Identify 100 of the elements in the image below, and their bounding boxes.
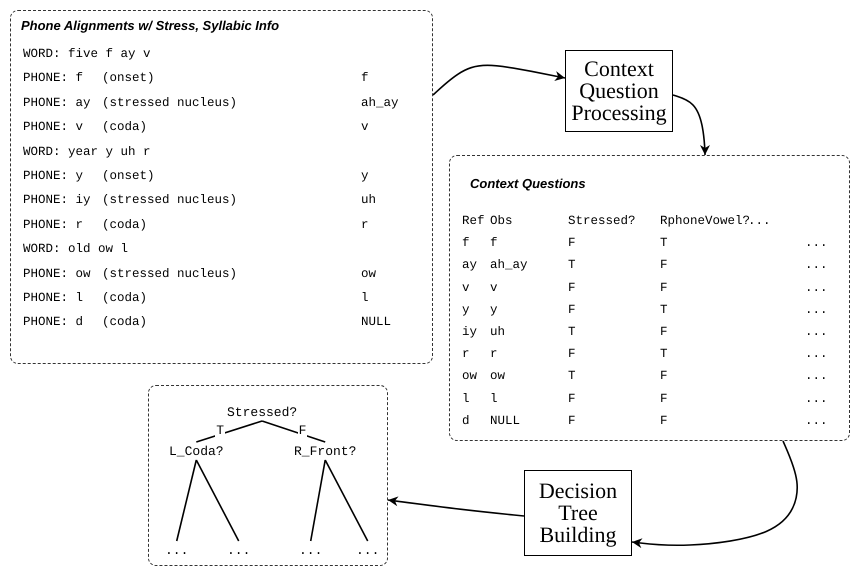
table-cell: l (462, 392, 470, 406)
table-cell: Ref (462, 214, 485, 228)
table-cell: F (568, 302, 576, 317)
alignment-text: y (361, 169, 369, 183)
table-cell: r (462, 347, 470, 362)
table-cell: ... (805, 414, 828, 428)
alignment-text: f (361, 71, 369, 86)
table-cell: T (660, 236, 668, 250)
alignment-text: l (361, 291, 369, 305)
table-cell: ow (462, 369, 478, 384)
table-cell: T (568, 325, 576, 339)
table-cell: ... (805, 392, 828, 406)
alignment-text: (onset) (102, 71, 155, 86)
alignment-text: ow (361, 266, 376, 281)
process-box (565, 50, 673, 132)
table-cell: F (660, 258, 668, 272)
alignment-panel (10, 10, 433, 364)
alignment-text: PHONE: l (23, 291, 84, 305)
box-label: Context Question Processing (570, 56, 668, 126)
arrow (432, 64, 566, 96)
alignment-text: WORD: five f ay v (23, 47, 151, 61)
alignment-text: PHONE: ow (23, 266, 91, 281)
table-cell: ... (805, 236, 828, 250)
table-cell: v (462, 280, 470, 295)
table-cell: ... (805, 325, 828, 339)
table-cell: d (462, 414, 470, 428)
table-cell: F (568, 392, 576, 406)
arrow (672, 94, 710, 155)
table-cell: ay (462, 258, 478, 272)
alignment-text: WORD: year y uh r (23, 144, 151, 159)
table-cell: v (490, 280, 498, 295)
table-cell: y (490, 302, 498, 317)
alignment-text: PHONE: d (23, 315, 84, 330)
edge-label: F (298, 424, 308, 438)
table-cell: F (568, 414, 576, 428)
table-cell: ... (748, 214, 771, 228)
alignment-text: PHONE: y (23, 169, 84, 183)
alignment-text: (coda) (102, 218, 148, 232)
table-cell: iy (462, 325, 478, 339)
table-cell: T (660, 302, 668, 317)
tree-branch-line (262, 420, 326, 443)
table-cell: ow (490, 369, 506, 384)
table-cell: RphoneVowel? (660, 214, 750, 228)
alignment-text: (coda) (102, 120, 148, 134)
tree-branch-line (310, 460, 326, 542)
alignment-text: (stressed nucleus) (102, 193, 238, 208)
table-cell: T (568, 258, 576, 272)
table-cell: T (660, 347, 668, 362)
tree-node-label: L_Coda? (169, 444, 224, 459)
table-cell: r (490, 347, 498, 362)
table-cell: ... (805, 280, 828, 295)
alignment-text: (stressed nucleus) (102, 266, 238, 281)
process-box (524, 470, 632, 556)
table-cell: Stressed? (568, 214, 636, 228)
table-cell: ... (805, 258, 828, 272)
arrow (632, 440, 798, 548)
tree-branch-line (176, 460, 198, 542)
question-table-panel (449, 155, 850, 441)
alignment-text: (stressed nucleus) (102, 96, 238, 110)
table-cell: NULL (490, 414, 520, 428)
alignment-text: PHONE: r (23, 218, 84, 232)
table-cell: y (462, 302, 470, 317)
table-cell: F (568, 347, 576, 362)
arrow (388, 496, 524, 517)
table-cell: F (568, 280, 576, 295)
tree-branch-line (196, 460, 240, 542)
alignment-text: WORD: old ow l (23, 242, 128, 256)
table-cell: l (490, 392, 498, 406)
alignment-text: PHONE: f (23, 71, 84, 86)
panel-heading: Context Questions (470, 176, 586, 191)
table-cell: ah_ay (490, 258, 528, 272)
table-cell: Obs (490, 214, 513, 228)
table-cell: uh (490, 325, 506, 339)
alignment-text: PHONE: ay (23, 96, 91, 110)
tree-branch-line (196, 420, 262, 443)
tree-panel (148, 385, 388, 566)
table-cell: F (660, 280, 668, 295)
table-cell: T (568, 369, 576, 384)
alignment-text: PHONE: iy (23, 193, 91, 208)
box-label: Decision Tree Building (538, 478, 618, 548)
table-cell: F (660, 392, 668, 406)
table-cell: ... (805, 347, 828, 362)
tree-branch-line (324, 460, 368, 542)
alignment-text: ah_ay (361, 96, 399, 110)
table-cell: ... (805, 369, 828, 384)
alignment-text: r (361, 218, 369, 232)
edge-label: T (215, 424, 226, 438)
table-cell: f (462, 236, 470, 250)
tree-node-label: R_Front? (294, 444, 356, 459)
table-cell: ... (805, 302, 828, 317)
alignment-text: NULL (361, 315, 392, 330)
alignment-text: (onset) (102, 169, 155, 183)
alignment-text: PHONE: v (23, 120, 84, 134)
table-cell: F (660, 325, 668, 339)
alignment-text: uh (361, 193, 376, 208)
panel-heading: Phone Alignments w/ Stress, Syllabic Info (21, 18, 280, 33)
table-cell: F (568, 236, 576, 250)
table-cell: f (490, 236, 498, 250)
table-cell: F (660, 414, 668, 428)
alignment-text: v (361, 120, 369, 134)
